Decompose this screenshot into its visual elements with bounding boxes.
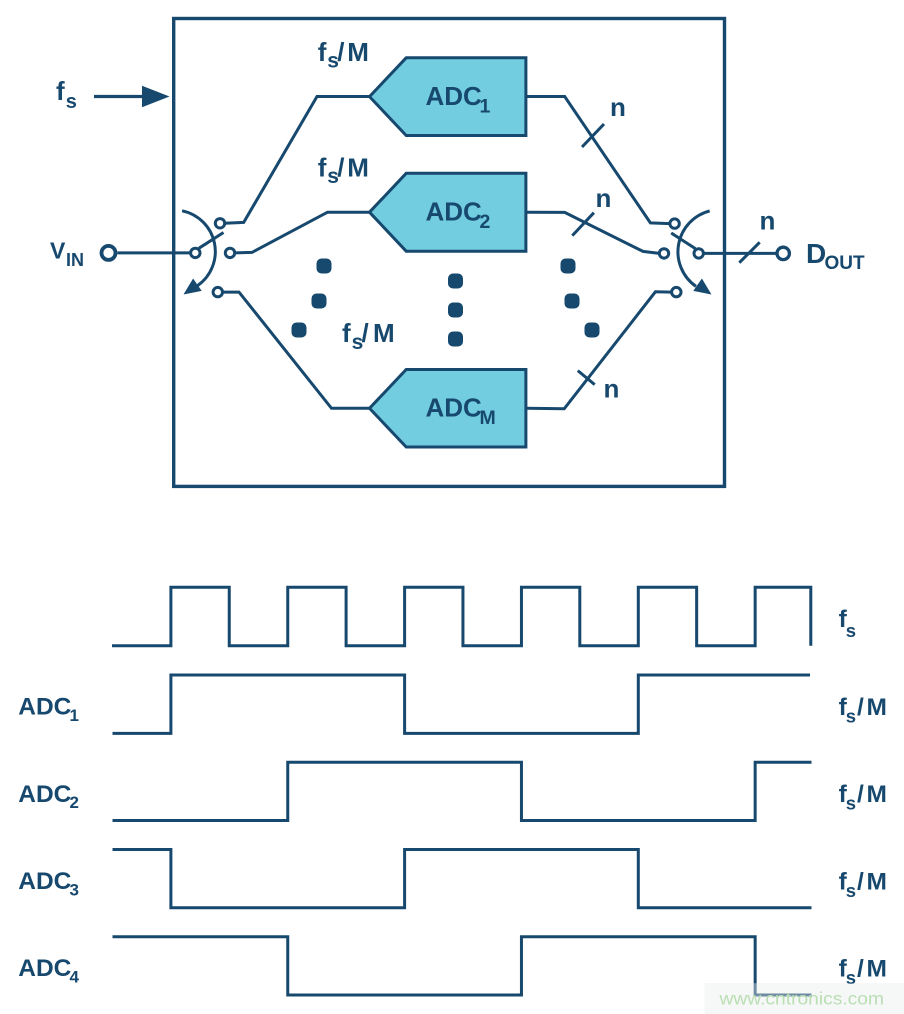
svg-text:f: f (56, 76, 65, 106)
svg-text:n: n (610, 92, 626, 122)
svg-text:M: M (867, 955, 887, 982)
svg-text:s: s (327, 165, 339, 188)
svg-text:f: f (318, 37, 327, 67)
svg-text:www.cntronics.com: www.cntronics.com (718, 989, 884, 1009)
svg-text:ADC: ADC (426, 81, 483, 111)
svg-text:2: 2 (70, 793, 79, 812)
svg-text:ADC: ADC (18, 694, 71, 721)
svg-text:s: s (66, 91, 77, 113)
svg-text:/: / (857, 868, 864, 895)
svg-text:f: f (839, 606, 848, 633)
svg-text:f: f (839, 781, 848, 808)
svg-text:ADC: ADC (426, 197, 483, 227)
svg-text:/: / (857, 781, 864, 808)
svg-text:f: f (839, 955, 848, 982)
svg-text:M: M (347, 37, 369, 67)
svg-text:1: 1 (480, 95, 491, 117)
svg-text:s: s (846, 706, 856, 727)
svg-text:2: 2 (480, 211, 491, 233)
svg-text:ADC: ADC (18, 781, 71, 808)
svg-text:n: n (596, 183, 612, 213)
svg-text:/: / (857, 955, 864, 982)
svg-text:M: M (373, 318, 395, 348)
svg-text:s: s (327, 50, 339, 73)
svg-text:s: s (846, 880, 856, 901)
svg-text:/: / (857, 694, 864, 721)
svg-text:/: / (362, 318, 369, 348)
svg-text:M: M (347, 153, 369, 183)
svg-text:M: M (480, 407, 496, 429)
svg-text:OUT: OUT (825, 253, 866, 274)
svg-text:s: s (352, 331, 364, 354)
svg-text:f: f (318, 153, 327, 183)
svg-text:4: 4 (70, 968, 80, 987)
svg-text:M: M (867, 868, 887, 895)
svg-text:ADC: ADC (426, 393, 483, 423)
svg-text:IN: IN (66, 250, 84, 270)
svg-text:f: f (839, 694, 848, 721)
svg-text:3: 3 (70, 880, 79, 899)
svg-text:s: s (846, 620, 856, 641)
svg-text:D: D (806, 238, 826, 269)
svg-text:s: s (846, 793, 856, 814)
svg-text:/: / (337, 153, 344, 183)
svg-text:f: f (342, 318, 351, 348)
svg-text:s: s (846, 967, 856, 988)
svg-text:n: n (604, 374, 620, 404)
svg-text:M: M (867, 694, 887, 721)
svg-text:n: n (760, 206, 776, 236)
svg-text:ADC: ADC (18, 955, 71, 982)
svg-text:ADC: ADC (18, 868, 71, 895)
svg-text:/: / (337, 37, 344, 67)
svg-text:f: f (839, 868, 848, 895)
svg-text:V: V (50, 237, 66, 263)
svg-text:1: 1 (70, 706, 79, 725)
svg-text:M: M (867, 781, 887, 808)
